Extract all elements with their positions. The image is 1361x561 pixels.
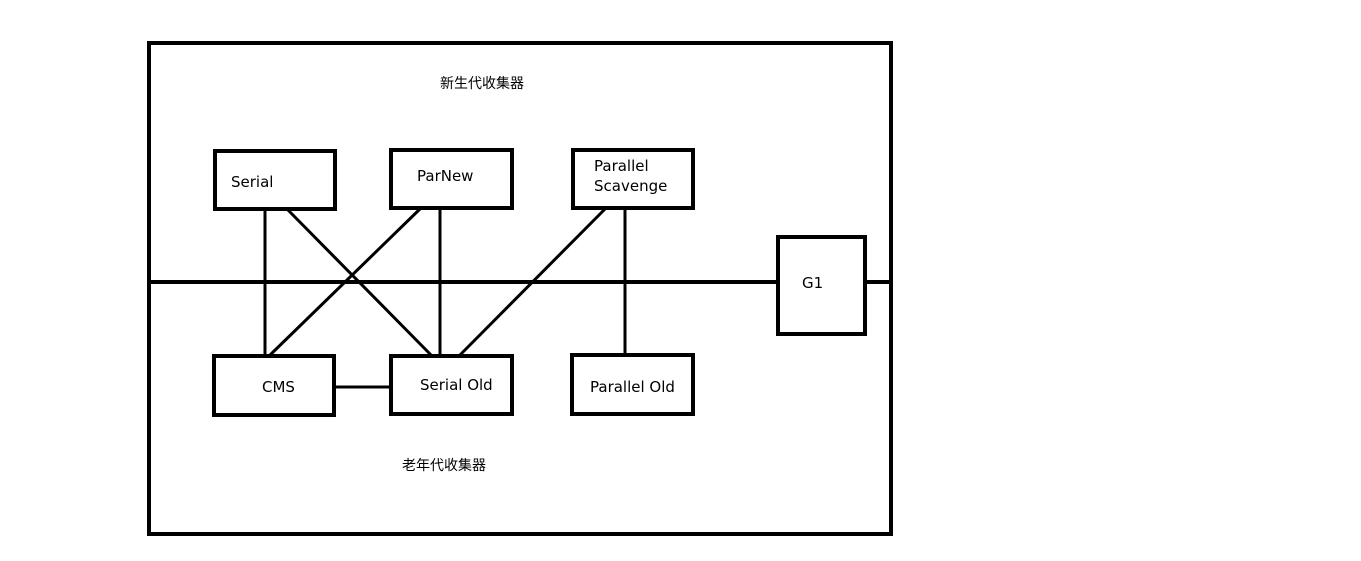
old-generation-label: 老年代收集器 bbox=[402, 458, 486, 474]
collector-parallel-scavenge-label: Parallel Scavenge bbox=[594, 157, 668, 195]
collector-parallel-old-label: Parallel Old bbox=[590, 378, 675, 396]
outer-frame bbox=[147, 41, 893, 536]
young-generation-label: 新生代收集器 bbox=[440, 76, 524, 92]
collector-parnew-label: ParNew bbox=[417, 167, 474, 185]
link-serial-serialold bbox=[285, 207, 435, 359]
collector-serial-old-label: Serial Old bbox=[420, 376, 493, 394]
collector-parallel-scavenge: Parallel Scavenge bbox=[571, 148, 695, 210]
collector-cms: CMS bbox=[212, 354, 336, 417]
collector-parallel-old: Parallel Old bbox=[570, 353, 695, 416]
collector-serial-label: Serial bbox=[231, 173, 274, 191]
link-parnew-cms bbox=[266, 205, 424, 359]
collector-serial: Serial bbox=[213, 149, 337, 211]
collector-g1-label: G1 bbox=[802, 274, 824, 292]
collector-serial-old: Serial Old bbox=[389, 354, 514, 416]
collector-g1: G1 bbox=[776, 235, 867, 336]
link-parallelscavenge-serialold bbox=[456, 207, 607, 359]
collector-parnew: ParNew bbox=[389, 148, 514, 210]
collector-cms-label: CMS bbox=[262, 378, 295, 396]
